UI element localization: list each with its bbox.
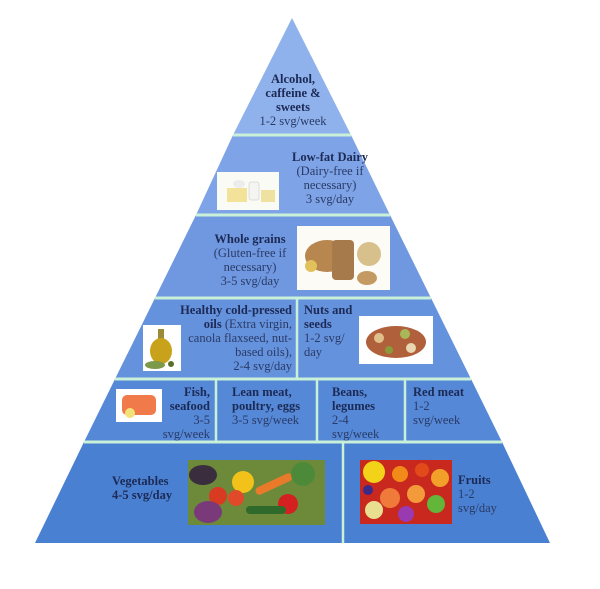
title: seafood bbox=[169, 399, 210, 413]
title: Lean meat, bbox=[232, 385, 292, 399]
serving: 2-4 bbox=[332, 413, 349, 427]
tier-dividers bbox=[84, 133, 502, 444]
serving: 3-5 bbox=[193, 413, 210, 427]
label-beans-legumes: Beans, legumes 2-4 svg/week bbox=[332, 385, 402, 441]
title: Fish, bbox=[183, 385, 210, 399]
serving: svg/day bbox=[458, 501, 497, 515]
label-alcohol-caffeine-sweets: Alcohol, caffeine & sweets 1-2 svg/week bbox=[246, 72, 340, 128]
tier-1-alcohol-sweets bbox=[233, 18, 351, 135]
tier-5-proteins bbox=[84, 379, 502, 442]
title: Red meat bbox=[413, 385, 465, 399]
note: necessary) bbox=[223, 260, 277, 274]
note: (Dairy-free if bbox=[296, 164, 364, 178]
label-low-fat-dairy: Low-fat Dairy (Dairy-free if necessary) … bbox=[280, 150, 380, 206]
olive-oil-image bbox=[143, 325, 181, 371]
serving: 3-5 svg/week bbox=[232, 413, 299, 427]
cell-dividers bbox=[214, 298, 407, 543]
label-nuts-seeds: Nuts and seeds 1-2 svg/ day bbox=[304, 303, 364, 359]
note: necessary) bbox=[303, 178, 357, 192]
title: Vegetables bbox=[112, 474, 169, 488]
title: Low-fat Dairy bbox=[291, 150, 369, 164]
label-fish-seafood: Fish, seafood 3-5 svg/week bbox=[150, 385, 210, 441]
note: (Extra virgin, bbox=[224, 317, 292, 331]
serving: 4-5 svg/day bbox=[112, 488, 173, 502]
title: Healthy cold-pressed bbox=[180, 303, 292, 317]
serving: 1-2 bbox=[413, 399, 430, 413]
title: caffeine & bbox=[265, 86, 321, 100]
serving: 3-5 svg/day bbox=[220, 274, 280, 288]
title: poultry, eggs bbox=[232, 399, 301, 413]
serving: day bbox=[304, 345, 323, 359]
serving: svg/week bbox=[162, 427, 210, 441]
label-lean-meat-poultry-eggs: Lean meat, poultry, eggs 3-5 svg/week bbox=[232, 385, 316, 427]
title: seeds bbox=[304, 317, 332, 331]
label-healthy-oils: Healthy cold-pressed oils (Extra virgin,… bbox=[168, 303, 292, 373]
label-red-meat: Red meat 1-2 svg/week bbox=[413, 385, 483, 427]
serving: 2-4 svg/day bbox=[233, 359, 292, 373]
serving: svg/week bbox=[413, 413, 461, 427]
serving: 1-2 bbox=[458, 487, 475, 501]
serving: 1-2 svg/ bbox=[304, 331, 345, 345]
title: Fruits bbox=[458, 473, 491, 487]
note: canola flaxseed, nut- bbox=[188, 331, 292, 345]
dairy-image bbox=[217, 172, 279, 210]
serving: 3 svg/day bbox=[305, 192, 355, 206]
title: sweets bbox=[275, 100, 310, 114]
salmon-image bbox=[116, 389, 162, 422]
mixed-nuts-image bbox=[359, 316, 433, 364]
title: Alcohol, bbox=[270, 72, 316, 86]
note: (Gluten-free if bbox=[213, 246, 287, 260]
fruits-image bbox=[360, 460, 452, 524]
bread-grains-image bbox=[297, 226, 390, 290]
title: oils bbox=[203, 317, 222, 331]
label-vegetables: Vegetables 4-5 svg/day bbox=[112, 474, 192, 502]
label-fruits: Fruits 1-2 svg/day bbox=[458, 473, 518, 515]
label-whole-grains: Whole grains (Gluten-free if necessary) … bbox=[200, 232, 300, 288]
title: Whole grains bbox=[214, 232, 286, 246]
serving: 1-2 svg/week bbox=[259, 114, 327, 128]
note: based oils), bbox=[235, 345, 292, 359]
title: Nuts and bbox=[304, 303, 353, 317]
serving: svg/week bbox=[332, 427, 380, 441]
title: Beans, bbox=[332, 385, 368, 399]
vegetables-image bbox=[188, 460, 325, 525]
title: legumes bbox=[332, 399, 376, 413]
